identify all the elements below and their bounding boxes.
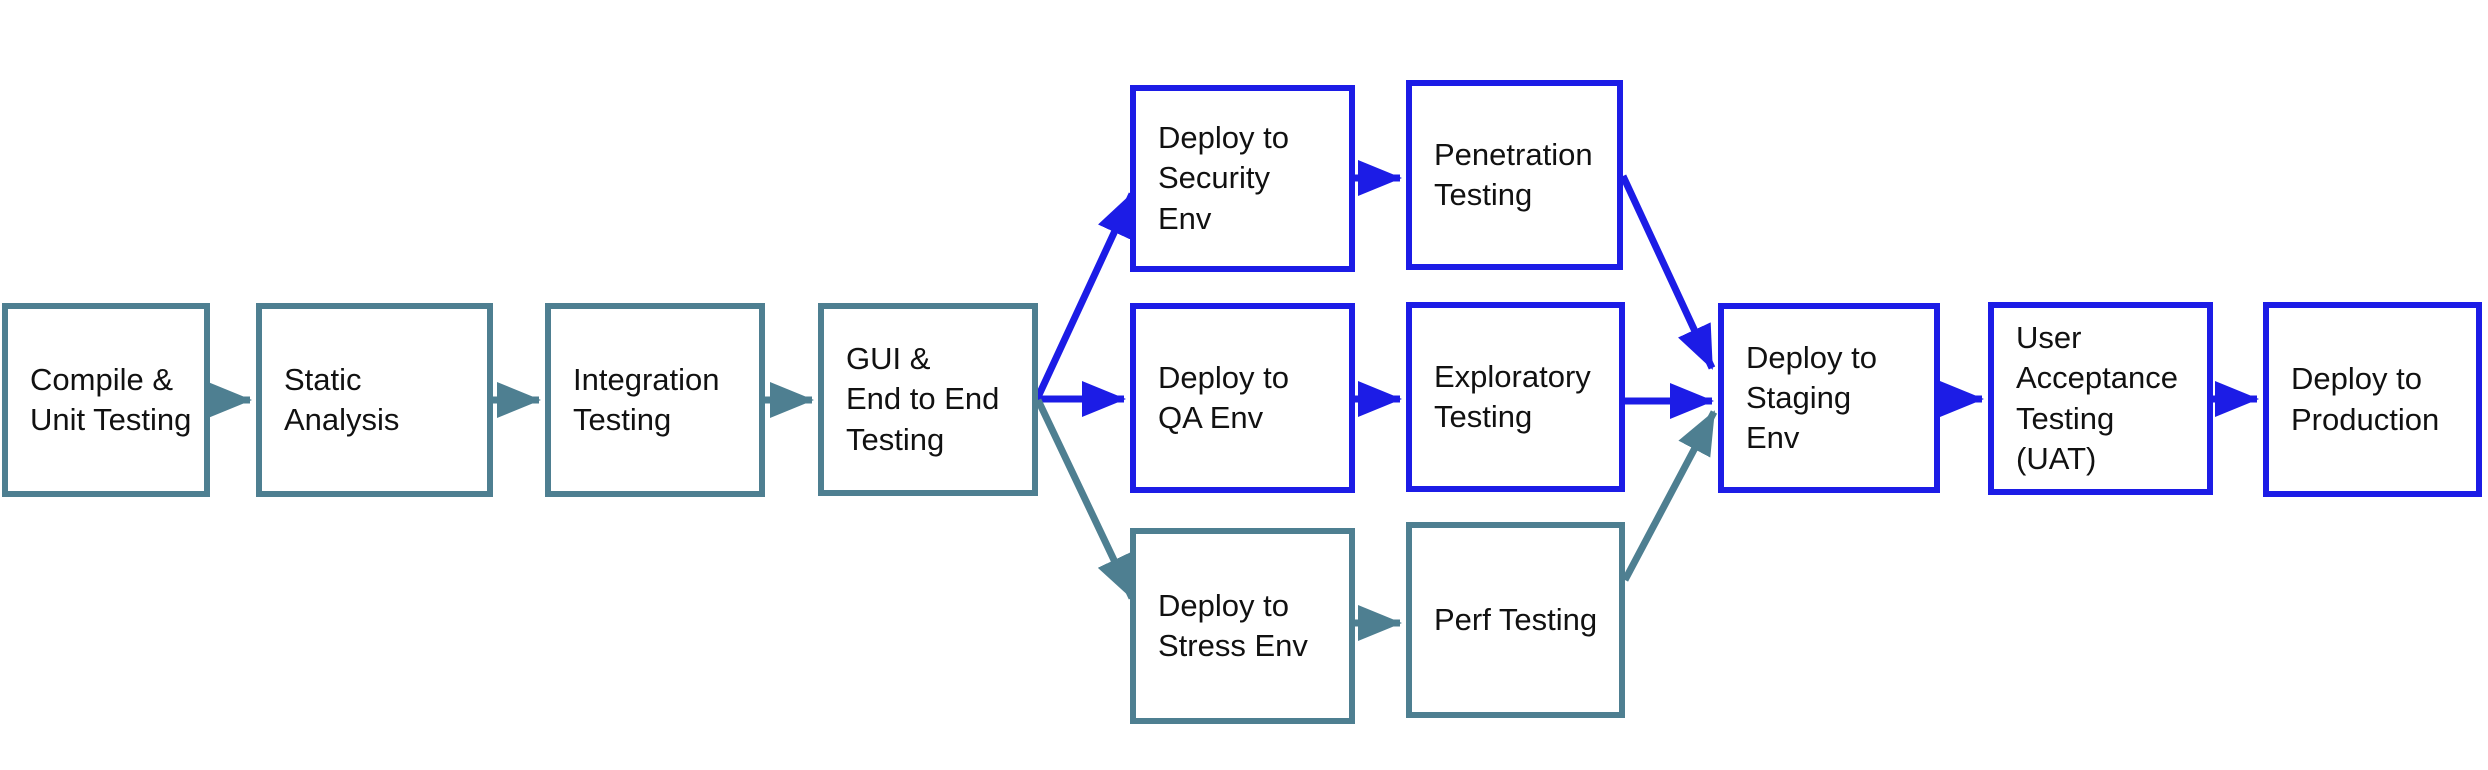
node-label: Deploy to Production	[2291, 361, 2440, 437]
node-label: Deploy to Staging Env	[1746, 339, 1877, 456]
node-perf-testing: Perf Testing	[1406, 522, 1625, 718]
node-deploy-to-stress-env: Deploy to Stress Env	[1130, 528, 1355, 724]
node-gui-end-to-end-testing: GUI & End to End Testing	[818, 303, 1038, 496]
node-integration-testing: Integration Testing	[545, 303, 765, 497]
node-user-acceptance-testing: User Acceptance Testing (UAT)	[1988, 302, 2213, 495]
node-deploy-to-qa-env: Deploy to QA Env	[1130, 303, 1355, 493]
node-label: Deploy to Stress Env	[1158, 587, 1308, 663]
node-compile-unit-testing: Compile & Unit Testing	[2, 303, 210, 497]
node-label: Deploy to QA Env	[1158, 359, 1289, 435]
node-label: Penetration Testing	[1434, 136, 1593, 212]
node-deploy-to-production: Deploy to Production	[2263, 302, 2482, 497]
node-penetration-testing: Penetration Testing	[1406, 80, 1623, 270]
node-static-analysis: Static Analysis	[256, 303, 493, 497]
edge-penetration-to-staging	[1619, 174, 1716, 370]
node-deploy-to-security-env: Deploy to Security Env	[1130, 85, 1355, 272]
node-label: Exploratory Testing	[1434, 358, 1591, 434]
edge-gui-to-security	[1034, 192, 1136, 399]
node-label: Integration Testing	[573, 361, 720, 437]
node-exploratory-testing: Exploratory Testing	[1406, 302, 1625, 492]
node-label: User Acceptance Testing (UAT)	[2016, 319, 2178, 476]
node-label: GUI & End to End Testing	[846, 341, 1000, 457]
node-label: Perf Testing	[1434, 601, 1598, 637]
edge-gui-to-stress	[1034, 398, 1136, 600]
node-label: Static Analysis	[284, 361, 400, 437]
edge-perf-to-staging	[1621, 410, 1718, 582]
node-label: Deploy to Security Env	[1158, 120, 1289, 236]
node-label: Compile & Unit Testing	[30, 361, 192, 437]
node-deploy-to-staging-env: Deploy to Staging Env	[1718, 303, 1940, 493]
